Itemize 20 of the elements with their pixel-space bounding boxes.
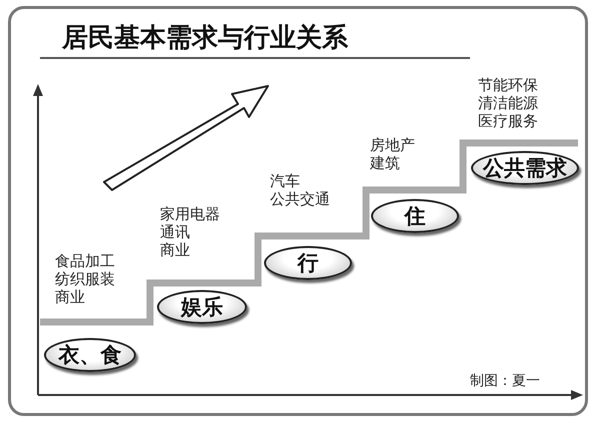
industry-text: 医疗服务	[478, 112, 538, 130]
node-label: 行	[298, 250, 318, 277]
industry-text: 建筑	[370, 154, 401, 172]
industry-text: 家用电器	[160, 205, 220, 223]
industry-text: 商业	[160, 241, 191, 259]
industry-text: 商业	[55, 288, 86, 306]
credit-note: 制图：夏一	[470, 372, 540, 390]
industry-text: 汽车	[270, 172, 300, 190]
node-label: 衣、食	[58, 342, 122, 369]
node-label: 公共需求	[483, 155, 567, 182]
industry-text: 食品加工	[55, 252, 115, 270]
node-label: 娱乐	[181, 294, 223, 321]
industry-text: 纺织服装	[55, 270, 115, 288]
industry-text: 节能环保	[478, 76, 538, 94]
title: 居民基本需求与行业关系	[62, 22, 348, 55]
industry-text: 公共交通	[270, 190, 330, 208]
industry-text: 房地产	[370, 136, 415, 154]
industry-text: 通讯	[160, 223, 191, 241]
node-label: 住	[404, 203, 426, 230]
industry-text: 清洁能源	[478, 94, 538, 112]
